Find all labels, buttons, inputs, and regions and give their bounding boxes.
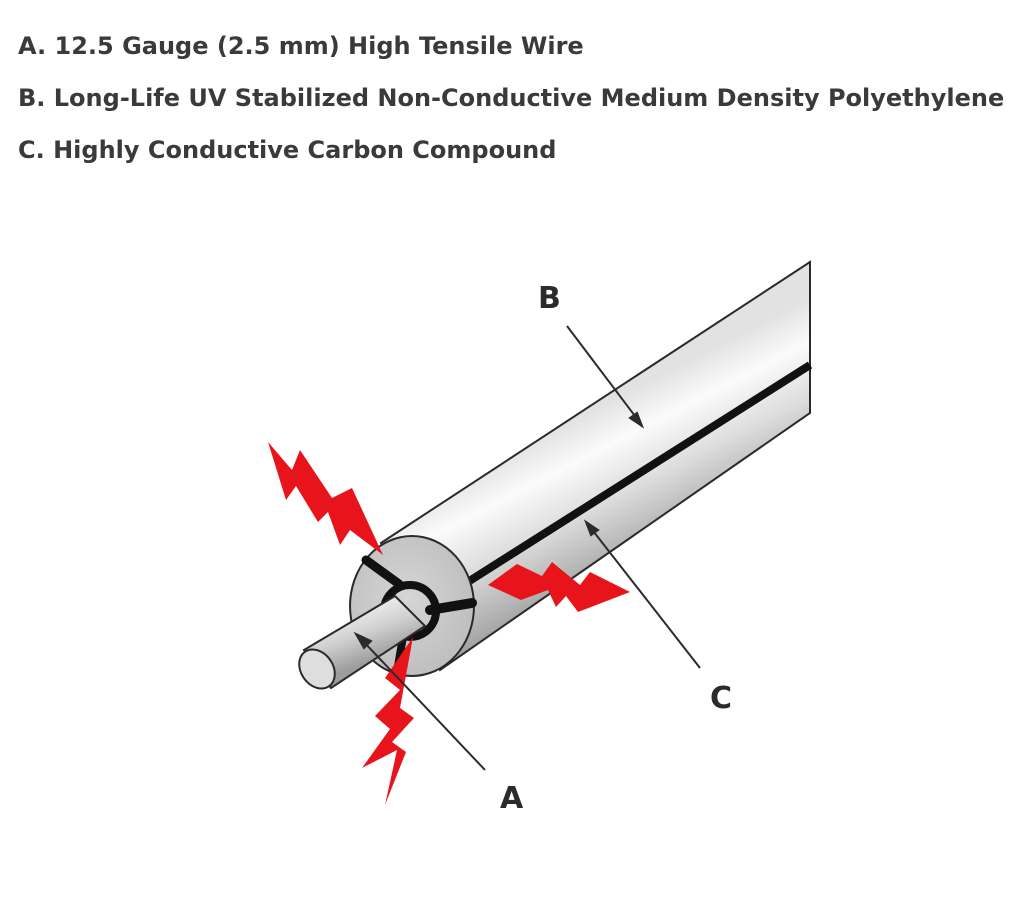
callout-label-a: A	[500, 781, 524, 816]
callout-label-b: B	[538, 281, 561, 316]
lightning-bolt-upper-icon	[268, 442, 383, 555]
callout-pointer-a	[353, 631, 486, 771]
carbon-strip	[427, 361, 813, 610]
legend-item-carbon: C. Highly Conductive Carbon Compound	[18, 136, 557, 164]
callout-pointer-c	[583, 519, 701, 669]
lightning-bolt-lower-icon	[362, 637, 414, 805]
callout-pointer-b	[566, 325, 645, 429]
callout-label-c: C	[710, 681, 732, 716]
legend-item-polyethylene: B. Long-Life UV Stabilized Non-Conductiv…	[18, 84, 1005, 112]
component-legend: A. 12.5 Gauge (2.5 mm) High Tensile Wire…	[18, 26, 1004, 182]
lightning-bolt-right-icon	[488, 562, 630, 612]
legend-item-wire: A. 12.5 Gauge (2.5 mm) High Tensile Wire	[18, 32, 584, 60]
